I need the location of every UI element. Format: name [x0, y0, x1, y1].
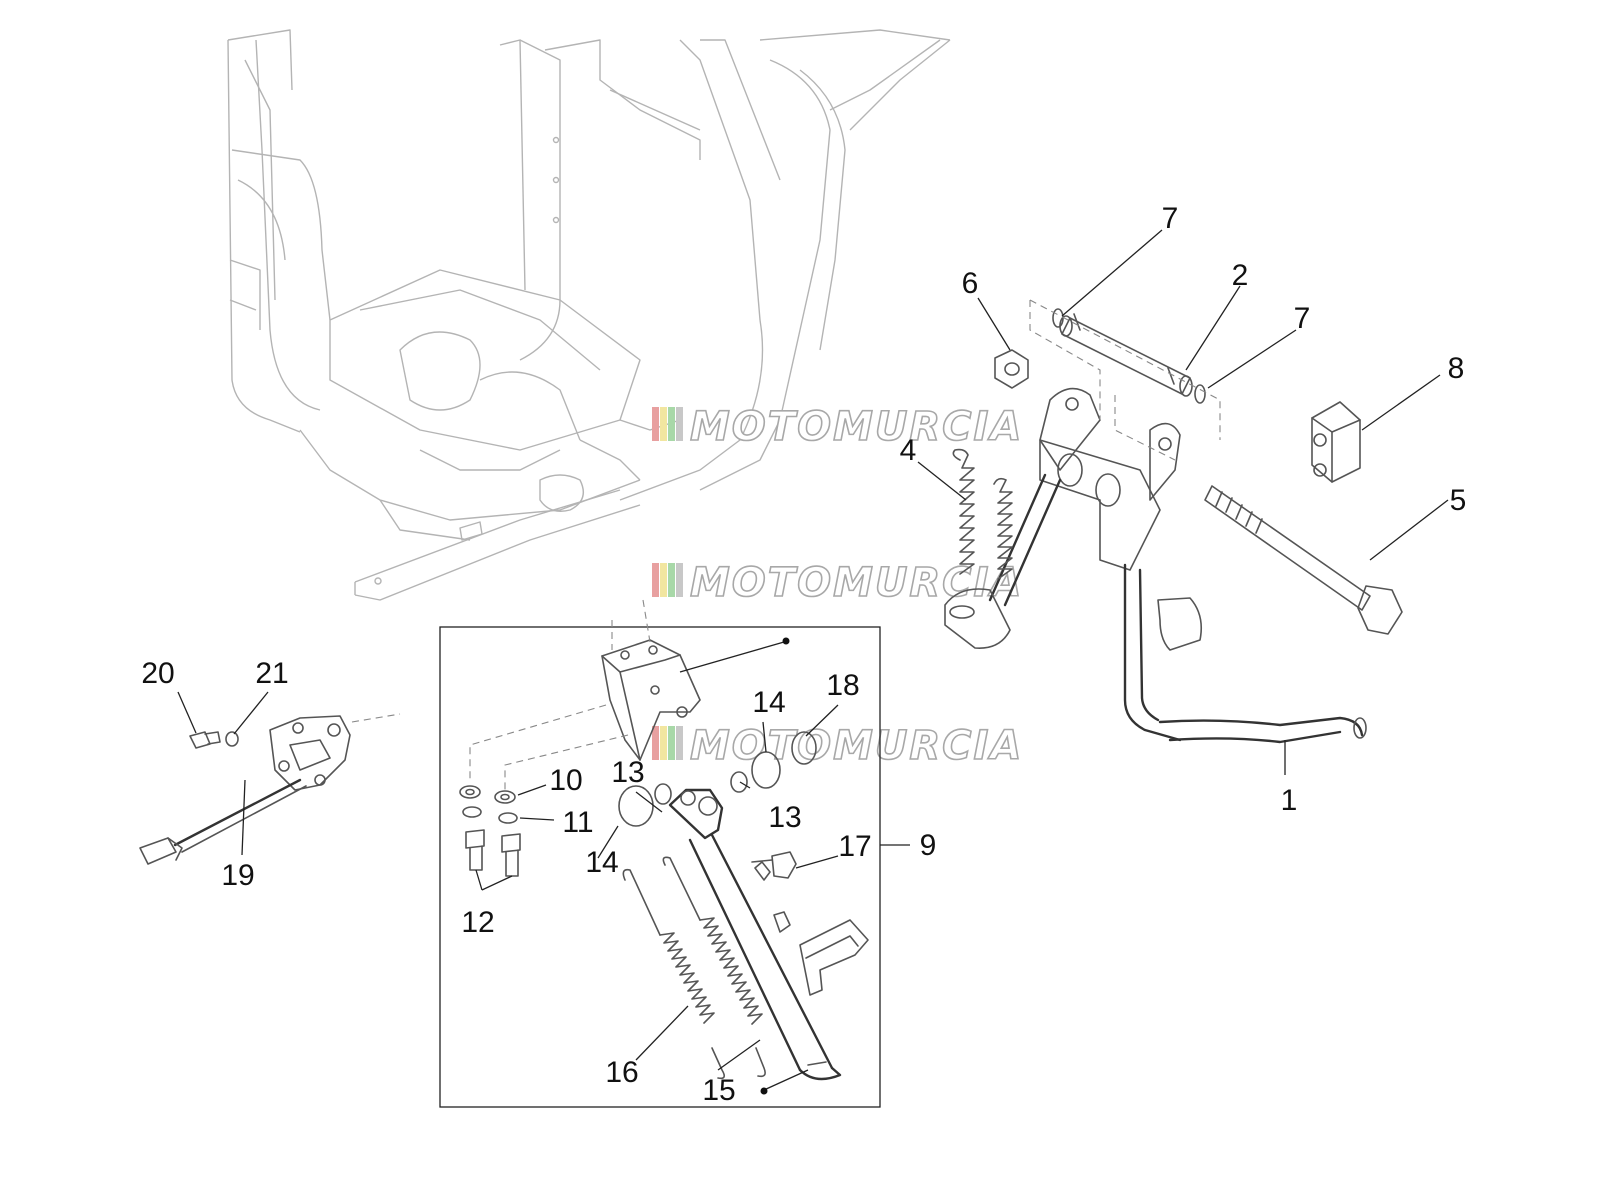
- callout-20: 20: [141, 657, 174, 690]
- callout-9: 9: [920, 829, 937, 862]
- callout-19: 19: [221, 859, 254, 892]
- callout-labels: 1 2 4 5 6 7 7 8 9 10 11 12 13 13 14 14 1…: [141, 202, 1466, 1107]
- watermark: MOTOMURCIA: [652, 722, 1023, 770]
- callout-16: 16: [605, 1056, 638, 1089]
- circlip-part: [1194, 384, 1206, 404]
- side-stand-part: [469, 599, 869, 1081]
- callout-12: 12: [461, 906, 494, 939]
- callout-4: 4: [900, 434, 917, 467]
- callout-5: 5: [1450, 484, 1467, 517]
- circlip-part: [1052, 308, 1064, 328]
- bolt-part: [1204, 485, 1403, 635]
- watermark-text: MOTOMURCIA: [690, 723, 1023, 769]
- screw-part: [459, 785, 521, 877]
- pivot-pin-part: [1052, 308, 1206, 404]
- spring-part: [952, 448, 1013, 580]
- rubber-buffer-part: [1311, 401, 1361, 483]
- watermark-logo: [652, 563, 683, 597]
- callout-7: 7: [1162, 202, 1179, 235]
- watermark: MOTOMURCIA: [652, 403, 1023, 451]
- callout-1: 1: [1281, 784, 1298, 817]
- callout-15: 15: [702, 1074, 735, 1107]
- callout-13: 13: [611, 756, 644, 789]
- center-stand-part: [944, 387, 1367, 744]
- washer-part: [225, 731, 239, 747]
- callout-7: 7: [1294, 302, 1311, 335]
- watermark-logo: [652, 726, 683, 760]
- callout-11: 11: [562, 806, 593, 839]
- callout-14: 14: [752, 686, 785, 719]
- watermark-text: MOTOMURCIA: [690, 560, 1023, 606]
- scooter-frame-drawing: [227, 29, 951, 601]
- nut-part: [994, 349, 1029, 389]
- rubber-stop-part: [751, 851, 797, 879]
- side-stand-kit-frame: [439, 626, 881, 1108]
- side-stand-spring-part: [622, 856, 766, 1080]
- callout-13: 13: [768, 801, 801, 834]
- screw-part: [189, 731, 221, 749]
- callout-6: 6: [962, 267, 979, 300]
- callout-21: 21: [255, 657, 288, 690]
- leader-lines: [177, 229, 1449, 1095]
- callout-17: 17: [838, 830, 871, 863]
- callout-2: 2: [1232, 259, 1249, 292]
- side-stand-switch-part: [139, 713, 401, 865]
- watermark: MOTOMURCIA: [652, 559, 1023, 607]
- callout-10: 10: [549, 764, 582, 797]
- callout-14: 14: [585, 846, 618, 879]
- callout-8: 8: [1448, 352, 1465, 385]
- watermark-text: MOTOMURCIA: [690, 404, 1023, 450]
- callout-18: 18: [826, 669, 859, 702]
- watermark-logo: [652, 407, 683, 441]
